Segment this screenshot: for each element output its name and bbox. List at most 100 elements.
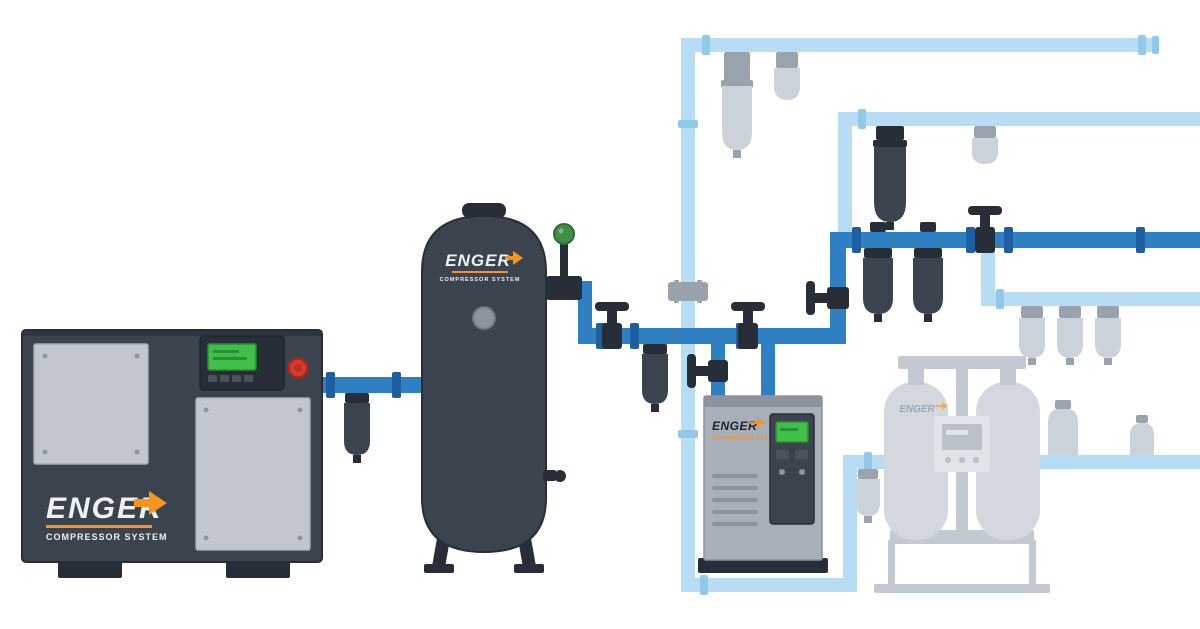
pressure-gauge-assembly — [546, 223, 582, 300]
gauge-highlight — [558, 228, 564, 234]
compressor-brand-logo: ENGER COMPRESSOR SYSTEM — [46, 491, 168, 542]
brand-name: ENGER — [712, 419, 757, 433]
filter-head — [1021, 306, 1043, 318]
dark-filter-mid-branch — [873, 126, 907, 230]
control-box-screen — [942, 424, 982, 450]
pipe-segment — [761, 340, 775, 402]
tank-foot — [424, 564, 454, 573]
pipe-segment — [578, 328, 846, 344]
compressor-foot — [226, 560, 290, 578]
tank-drain-valve — [543, 470, 556, 481]
filter-head — [1059, 306, 1081, 318]
dryer-leg — [888, 540, 895, 586]
valve-stem — [694, 366, 710, 376]
brand-name: ENGER — [445, 251, 510, 270]
filter-bowl — [874, 147, 906, 222]
light-filter-small-top — [774, 52, 800, 100]
dryer-screen — [775, 421, 809, 443]
valve-stem — [813, 293, 829, 303]
filter-bowl — [1057, 318, 1083, 358]
filter-bowl — [1130, 423, 1154, 455]
tank-foot — [514, 564, 544, 573]
dryer-top-band — [704, 396, 822, 407]
dryer-base — [698, 558, 828, 573]
ball-valve-side-handle — [687, 354, 728, 388]
filter-bowl — [642, 354, 668, 404]
brand-arrow-icon — [750, 418, 765, 428]
desiccant-dryer-brand: ENGER — [899, 404, 935, 415]
controller-button — [244, 375, 253, 382]
pipe-segment — [838, 112, 852, 240]
filter-drain — [874, 314, 882, 322]
filter-head — [345, 393, 369, 403]
screen-text-line — [213, 357, 247, 360]
control-box-screen-line — [946, 430, 968, 435]
top-manifold — [898, 356, 1026, 369]
dryer-knob — [799, 469, 805, 475]
pipe-flange — [966, 227, 975, 253]
panel-screw — [134, 449, 140, 455]
tower-right — [976, 382, 1040, 540]
pipe-segment — [681, 578, 857, 592]
light-filter-mid-branch — [972, 126, 998, 164]
filter-cap — [1136, 415, 1148, 423]
panel-screw — [297, 407, 303, 413]
valve-body — [708, 360, 728, 382]
ball-valve — [731, 302, 765, 349]
panel-screw — [42, 353, 48, 359]
control-knob — [959, 457, 965, 463]
compressor-door — [195, 397, 311, 551]
vent-slat — [712, 522, 758, 526]
valve-body — [975, 227, 995, 253]
screen-text-line — [213, 350, 239, 353]
ball-valve — [968, 206, 1002, 253]
dark-filter-main-line — [642, 344, 668, 412]
pipe-flange — [1004, 227, 1013, 253]
filter-head — [643, 344, 667, 354]
filter-bowl — [863, 258, 893, 314]
filter-bowl — [913, 258, 943, 314]
filter-bowl — [344, 403, 370, 455]
vent-slat — [712, 498, 758, 502]
pipe-flange — [852, 227, 861, 253]
screw-air-compressor: ENGER COMPRESSOR SYSTEM — [21, 329, 323, 578]
pipe-end-cap — [1152, 36, 1159, 54]
desiccant-air-dryer: ENGER — [874, 356, 1050, 593]
filter-drain — [353, 455, 361, 463]
panel-screw — [203, 407, 209, 413]
valve-handle — [595, 302, 629, 311]
pipe-segment — [981, 292, 1200, 306]
dryer-base — [874, 584, 1050, 593]
filter-bowl — [1019, 318, 1045, 358]
gauge-valve-body — [546, 276, 582, 300]
brand-arrow-icon — [936, 402, 948, 410]
light-filter-dryer-inlet — [856, 469, 880, 523]
compressor-foot — [58, 560, 122, 578]
dryer-brand-logo: ENGER COMPRESSOR SYSTEM — [712, 418, 780, 440]
tower-stub — [1000, 369, 1016, 385]
tank-port — [472, 306, 496, 330]
valve-body — [602, 323, 622, 349]
valve-handle — [687, 354, 696, 388]
pipe-joint — [864, 452, 872, 472]
pipe-segment — [838, 112, 1200, 126]
valve-stem — [980, 213, 990, 229]
panel-screw — [203, 535, 209, 541]
pipe-joint — [678, 120, 698, 128]
brand-name: ENGER — [46, 492, 163, 525]
filter-cap — [870, 222, 886, 232]
brand-rule — [452, 271, 508, 273]
filter-bowl — [774, 68, 800, 100]
brand-tagline: COMPRESSOR SYSTEM — [46, 532, 168, 542]
pipe-flange — [326, 372, 335, 398]
tank-drain-knob — [554, 470, 566, 482]
dark-filter-pair-top-run — [863, 222, 943, 322]
filter-head — [1097, 306, 1119, 318]
valve-body — [827, 287, 849, 309]
tower-stub — [908, 369, 924, 385]
panel-screw — [134, 353, 140, 359]
valve-stem — [743, 309, 753, 325]
screen-text-line — [780, 428, 798, 431]
vent-slat — [712, 510, 758, 514]
